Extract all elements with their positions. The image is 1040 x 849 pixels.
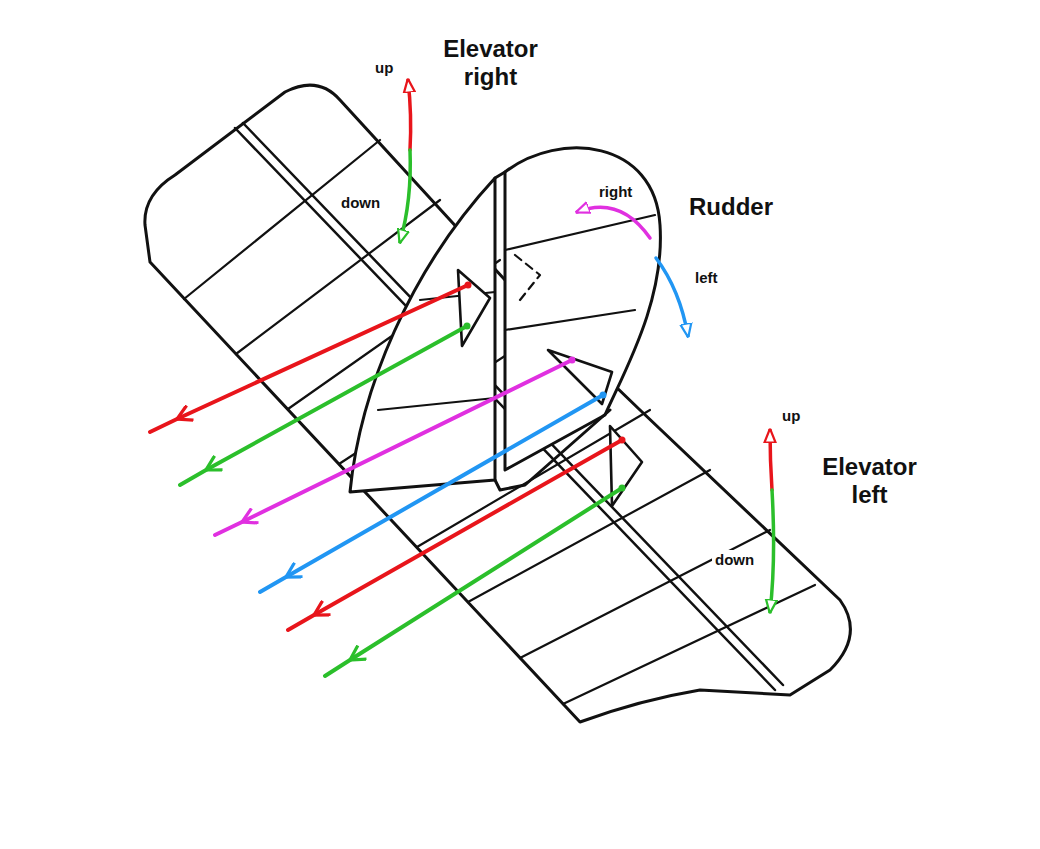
stabilizer (145, 85, 851, 722)
direction-label: up (779, 406, 803, 425)
fin-outline (350, 178, 495, 492)
stabilizer-outline (145, 85, 851, 722)
cable-anchor (569, 357, 576, 364)
cable-anchors (464, 282, 626, 492)
movement-arrow (408, 80, 411, 150)
cable-anchor (600, 392, 607, 399)
cable-anchor (619, 485, 626, 492)
control-cable (325, 488, 622, 676)
direction-label: down (338, 193, 383, 212)
movement-arrow (656, 258, 688, 336)
cable-anchor (619, 437, 626, 444)
movement-arrow (770, 490, 774, 612)
movement-arrow (770, 430, 772, 490)
part-label: Elevator left (804, 452, 935, 509)
control-cable (260, 395, 603, 592)
rudder-ribs (378, 215, 655, 410)
control-cable (150, 285, 468, 432)
control-horn (548, 350, 612, 404)
rib-line (505, 310, 635, 330)
direction-label: down (712, 550, 757, 569)
part-label: Elevator right (425, 34, 556, 91)
cable-anchor (465, 282, 472, 289)
movement-arrow (577, 207, 650, 238)
hinge-line (495, 172, 505, 178)
rib-line (563, 585, 815, 704)
movement-arrow (400, 150, 410, 242)
part-label: Rudder (686, 192, 776, 222)
control-horns (458, 270, 642, 506)
control-horn (458, 270, 490, 346)
hidden-horn (515, 255, 540, 300)
rib-line (520, 530, 770, 658)
movement-arrows (400, 80, 774, 612)
direction-label: up (372, 58, 396, 77)
control-cable (180, 326, 467, 485)
cable-anchor (464, 323, 471, 330)
control-cable (215, 360, 572, 535)
rudder-outline (505, 148, 660, 470)
direction-label: right (596, 182, 635, 201)
direction-label: left (692, 268, 721, 287)
control-cables (150, 285, 622, 676)
control-cable (288, 440, 622, 630)
